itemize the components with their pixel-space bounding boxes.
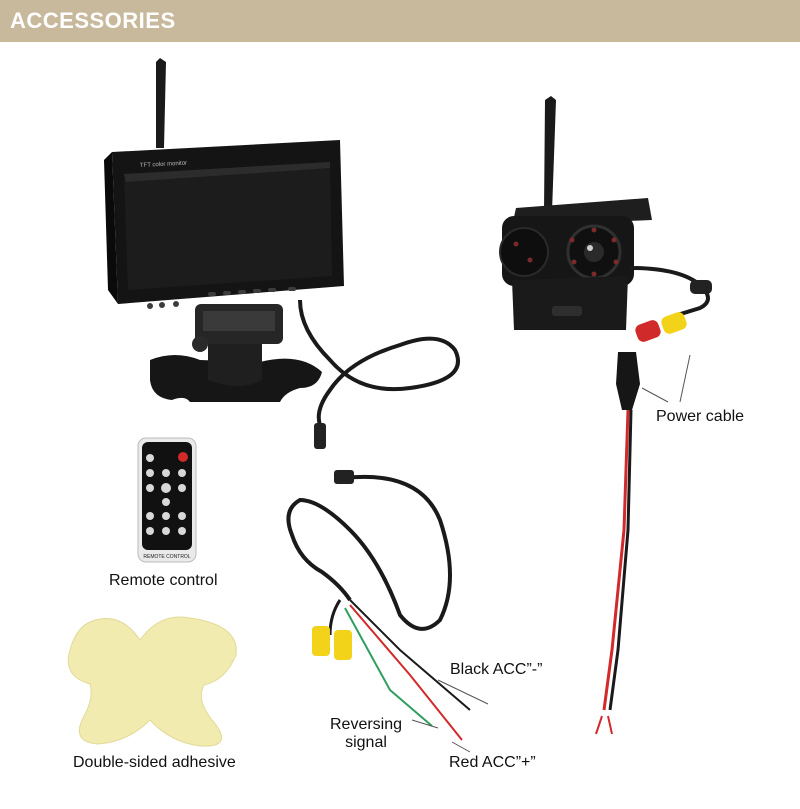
rca-red-plug [635, 320, 661, 342]
rca-cable [328, 599, 342, 636]
wire-red [349, 604, 463, 741]
label-reversing-signal-line1: Reversing [329, 716, 403, 733]
section-title: ACCESSORIES [10, 8, 176, 33]
label-remote-control: Remote control [109, 572, 218, 589]
monitor-screen [124, 162, 332, 290]
extension-cable [286, 475, 452, 631]
label-red-acc: Red ACC”+” [449, 754, 536, 771]
power-cable-wire-black [608, 409, 633, 711]
monitor-buttons [147, 287, 296, 309]
monitor-group: TFT color monitor [104, 58, 460, 449]
camera-antenna [544, 96, 556, 212]
extension-cable-group [286, 470, 489, 753]
label-double-sided-adhesive: Double-sided adhesive [73, 754, 236, 771]
monitor-cable-connector [314, 423, 326, 449]
label-power-cable: Power cable [656, 408, 745, 425]
rca-plug-yellow-2 [334, 630, 352, 660]
label-reversing-signal-line2: signal [345, 734, 387, 751]
label-reversing-signal: Reversing signal [322, 716, 410, 752]
rca-yellow-plug [661, 312, 687, 334]
camera-mount [512, 276, 628, 330]
remote-buttons [146, 454, 186, 535]
label-black-acc: Black ACC”-” [450, 661, 543, 678]
camera-ir-leds [513, 227, 619, 277]
monitor-cable [298, 299, 460, 426]
power-cable-wire-red [602, 409, 630, 711]
remote-group: REMOTE CONTROL [137, 437, 197, 563]
wire-green [344, 607, 433, 727]
remote-power-button [178, 452, 188, 462]
double-sided-adhesive-pad [67, 616, 237, 747]
monitor-bezel-text: TFT color monitor [140, 161, 187, 169]
camera-group [499, 96, 712, 735]
section-header: ACCESSORIES [0, 0, 800, 42]
power-cable-plug [616, 352, 640, 410]
extension-cable-connector [334, 470, 354, 484]
monitor-antenna [156, 58, 166, 148]
power-cable-pointer [641, 354, 691, 403]
rca-plug-yellow-1 [312, 626, 330, 656]
label-pointer-lines [411, 679, 489, 753]
remote-bottom-text: REMOTE CONTROL [143, 554, 190, 560]
wire-black [349, 599, 471, 711]
monitor-stand-knob [192, 336, 208, 352]
